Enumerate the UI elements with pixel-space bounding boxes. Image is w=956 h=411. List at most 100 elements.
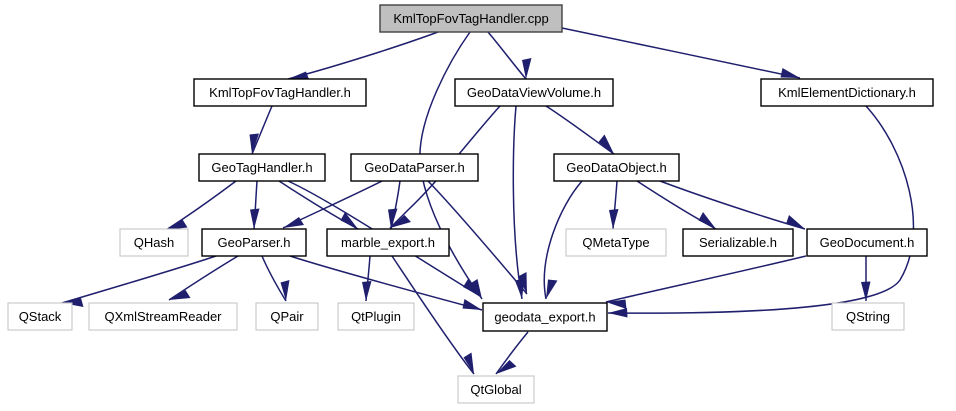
edge-line bbox=[543, 180, 583, 300]
dependency-edge bbox=[543, 180, 583, 300]
dependency-edge bbox=[61, 255, 217, 307]
graph-node-geotaghand[interactable]: GeoTagHandler.h bbox=[198, 153, 326, 182]
dependency-edge bbox=[427, 180, 528, 295]
dependency-edge bbox=[289, 255, 483, 311]
node-box[interactable] bbox=[7, 302, 73, 331]
node-label: KmlElementDictionary.h bbox=[778, 85, 916, 100]
arrowhead-icon bbox=[280, 280, 290, 301]
graph-node-kmltopfov_h[interactable]: KmlTopFovTagHandler.h bbox=[193, 78, 367, 107]
dependency-edge bbox=[250, 180, 260, 230]
dependency-edge bbox=[362, 255, 372, 302]
node-box[interactable] bbox=[565, 228, 667, 257]
arrowhead-icon bbox=[362, 281, 372, 301]
node-box[interactable] bbox=[379, 4, 563, 33]
graph-node-qtglobal[interactable]: QtGlobal bbox=[457, 375, 535, 404]
dependency-edge bbox=[282, 180, 383, 229]
node-box[interactable] bbox=[198, 153, 326, 182]
graph-node-qmetatype[interactable]: QMetaType bbox=[565, 228, 667, 257]
node-label: Serializable.h bbox=[699, 235, 777, 250]
graph-node-geodatapars[interactable]: GeoDataParser.h bbox=[350, 153, 479, 182]
dependency-edge bbox=[605, 255, 807, 309]
node-box[interactable] bbox=[806, 228, 928, 257]
node-box[interactable] bbox=[457, 375, 535, 404]
arrowhead-icon bbox=[249, 133, 259, 154]
arrowhead-icon bbox=[606, 299, 627, 309]
arrowhead-icon bbox=[522, 58, 532, 79]
node-box[interactable] bbox=[760, 78, 934, 107]
dependency-edge bbox=[561, 27, 801, 79]
graph-node-qhash[interactable]: QHash bbox=[119, 228, 189, 257]
dependency-edge bbox=[861, 255, 871, 301]
node-box[interactable] bbox=[193, 78, 367, 107]
graph-node-kmlelemdict[interactable]: KmlElementDictionary.h bbox=[760, 78, 934, 107]
graph-node-qstack[interactable]: QStack bbox=[7, 302, 73, 331]
arrowhead-icon bbox=[780, 68, 800, 78]
edge-line bbox=[261, 255, 287, 302]
node-box[interactable] bbox=[201, 228, 307, 257]
dependency-edge bbox=[388, 180, 401, 230]
graph-node-root[interactable]: KmlTopFovTagHandler.cpp bbox=[379, 4, 563, 33]
node-box[interactable] bbox=[119, 228, 189, 257]
edge-line bbox=[495, 331, 529, 375]
node-label: QtGlobal bbox=[470, 382, 521, 397]
node-box[interactable] bbox=[337, 302, 415, 331]
edge-line bbox=[427, 180, 528, 295]
arrowhead-icon bbox=[462, 299, 482, 310]
graph-node-qtplugin[interactable]: QtPlugin bbox=[337, 302, 415, 331]
arrowhead-icon bbox=[698, 212, 716, 229]
node-label: QPair bbox=[270, 309, 304, 324]
node-box[interactable] bbox=[326, 228, 450, 257]
graph-node-qxmlstream[interactable]: QXmlStreamReader bbox=[88, 302, 238, 331]
edge-line bbox=[545, 105, 615, 155]
arrowhead-icon bbox=[609, 209, 619, 229]
node-box[interactable] bbox=[255, 302, 319, 331]
node-box[interactable] bbox=[482, 302, 608, 332]
node-label: GeoParser.h bbox=[218, 235, 291, 250]
arrowhead-icon bbox=[861, 281, 871, 301]
node-label: marble_export.h bbox=[341, 235, 435, 250]
node-label: GeoDataViewVolume.h bbox=[467, 85, 601, 100]
graph-node-geodocument[interactable]: GeoDocument.h bbox=[806, 228, 928, 257]
arrowhead-icon bbox=[390, 215, 411, 228]
node-box[interactable] bbox=[682, 228, 794, 257]
arrowhead-icon bbox=[169, 290, 191, 300]
dependency-edge bbox=[389, 105, 501, 229]
graph-node-viewvolume[interactable]: GeoDataViewVolume.h bbox=[454, 78, 614, 107]
graph-node-geoparser[interactable]: GeoParser.h bbox=[201, 228, 307, 257]
graph-node-geodataexp[interactable]: geodata_export.h bbox=[482, 302, 608, 332]
node-label: QHash bbox=[134, 235, 174, 250]
node-box[interactable] bbox=[350, 153, 479, 182]
graph-node-geodataobj[interactable]: GeoDataObject.h bbox=[553, 153, 680, 182]
graph-node-serializable[interactable]: Serializable.h bbox=[682, 228, 794, 257]
arrowhead-icon bbox=[463, 279, 480, 296]
node-box[interactable] bbox=[454, 78, 614, 107]
edge-line bbox=[389, 105, 501, 229]
node-box[interactable] bbox=[831, 302, 905, 331]
arrowhead-icon bbox=[388, 208, 398, 229]
dependency-edge bbox=[261, 255, 290, 302]
edge-line bbox=[165, 180, 237, 231]
edge-line bbox=[61, 255, 217, 304]
node-box[interactable] bbox=[88, 302, 238, 331]
arrowhead-icon bbox=[546, 279, 558, 299]
dependency-edge bbox=[487, 31, 532, 80]
node-box[interactable] bbox=[553, 153, 680, 182]
nodes-layer: KmlTopFovTagHandler.cppKmlTopFovTagHandl… bbox=[7, 4, 934, 404]
node-label: QString bbox=[846, 309, 890, 324]
node-label: GeoDocument.h bbox=[820, 235, 915, 250]
dependency-edge bbox=[609, 180, 619, 230]
dependency-edge bbox=[287, 31, 439, 81]
edge-line bbox=[561, 27, 801, 79]
dependency-edge bbox=[165, 180, 237, 231]
arrowhead-icon bbox=[340, 212, 358, 229]
graph-node-qstring[interactable]: QString bbox=[831, 302, 905, 331]
node-label: QtPlugin bbox=[351, 309, 401, 324]
arrowhead-icon bbox=[518, 272, 527, 294]
graph-node-qpair[interactable]: QPair bbox=[255, 302, 319, 331]
edge-line bbox=[512, 105, 523, 300]
dependency-edge bbox=[636, 180, 717, 230]
arrowhead-icon bbox=[463, 352, 474, 374]
graph-node-marbleexp[interactable]: marble_export.h bbox=[326, 228, 450, 257]
